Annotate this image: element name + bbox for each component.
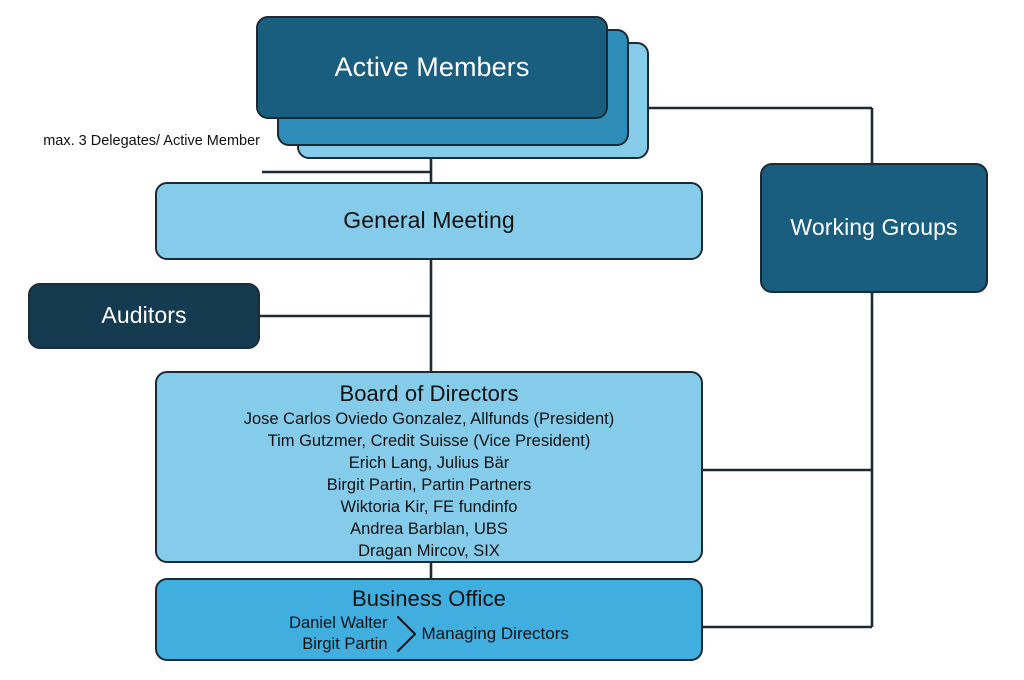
- working-groups-node[interactable]: Working Groups: [760, 163, 988, 293]
- board-member: Tim Gutzmer, Credit Suisse (Vice Preside…: [267, 431, 591, 450]
- board-of-directors-node[interactable]: Board of Directors Jose Carlos Oviedo Go…: [155, 371, 703, 563]
- active-members-label: Active Members: [334, 51, 530, 82]
- auditors-label: Auditors: [101, 302, 187, 329]
- delegates-note: max. 3 Delegates/ Active Member: [43, 133, 260, 149]
- working-groups-label: Working Groups: [790, 214, 958, 241]
- managing-director-name: Birgit Partin: [302, 635, 388, 654]
- board-member: Andrea Barblan, UBS: [350, 519, 508, 538]
- auditors-node[interactable]: Auditors: [28, 283, 260, 349]
- business-office-node[interactable]: Business Office Daniel Walter Birgit Par…: [155, 578, 703, 661]
- board-member: Jose Carlos Oviedo Gonzalez, Allfunds (P…: [243, 409, 615, 428]
- board-of-directors-label: Board of Directors: [339, 381, 519, 406]
- managing-directors-group: Daniel Walter Birgit Partin Managing Dir…: [289, 613, 569, 656]
- chevron-right-brace-icon: [396, 616, 416, 653]
- managing-director-name: Daniel Walter: [289, 613, 388, 632]
- board-member: Birgit Partin, Partin Partners: [326, 475, 532, 494]
- board-member: Wiktoria Kir, FE fundinfo: [340, 497, 518, 516]
- managing-directors-role-label: Managing Directors: [421, 624, 569, 644]
- board-member: Dragan Mircov, SIX: [358, 541, 500, 560]
- active-members-node[interactable]: Active Members: [256, 16, 608, 119]
- business-office-label: Business Office: [352, 586, 506, 611]
- managing-directors-names: Daniel Walter Birgit Partin: [289, 613, 387, 656]
- board-member: Erich Lang, Julius Bär: [348, 453, 510, 472]
- general-meeting-label: General Meeting: [343, 207, 515, 234]
- general-meeting-node[interactable]: General Meeting: [155, 182, 703, 260]
